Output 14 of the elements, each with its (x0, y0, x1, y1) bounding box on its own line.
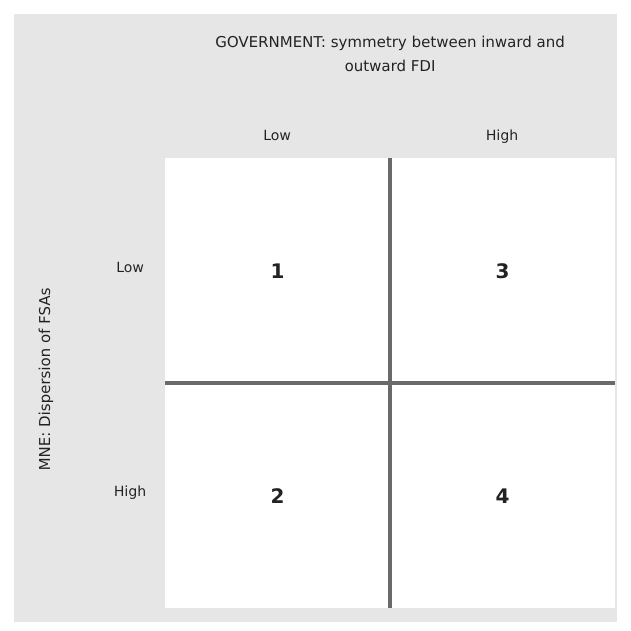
matrix-cell (390, 158, 615, 383)
matrix-cell (165, 158, 390, 383)
row-label: High (112, 484, 148, 500)
quadrant-number: 2 (270, 484, 284, 508)
matrix-cell (165, 383, 390, 608)
column-label: High (484, 128, 520, 144)
matrix-cell (390, 383, 615, 608)
axis-title: MNE: Dispersion of FSAs (36, 286, 54, 472)
column-label: Low (262, 128, 292, 144)
quadrant-number: 4 (496, 484, 510, 508)
axis-title: GOVERNMENT: symmetry between inward and outward FDI (214, 32, 566, 77)
quadrant-number: 1 (270, 258, 284, 282)
quadrant-number: 3 (496, 258, 510, 282)
row-label: Low (115, 260, 145, 276)
